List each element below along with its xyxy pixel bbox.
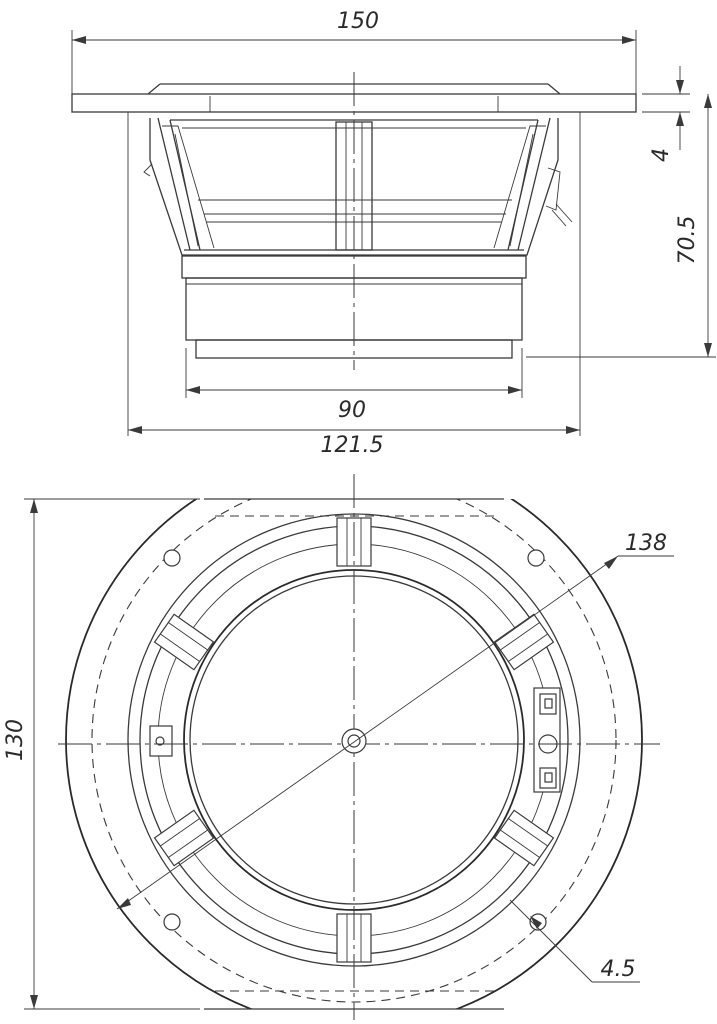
dim-4-5: 4.5 <box>601 957 636 982</box>
terminal-block <box>533 687 561 793</box>
dim-4: 4 <box>649 148 674 162</box>
dim-138: 138 <box>625 531 667 556</box>
side-view: 150 <box>71 9 716 458</box>
dim-90: 90 <box>338 398 366 423</box>
spoke-upper-left <box>153 613 215 671</box>
dim-150: 150 <box>337 9 379 34</box>
dim-70-5: 70.5 <box>675 216 700 265</box>
spoke-upper-right <box>493 613 555 671</box>
dim-130: 130 <box>3 719 28 761</box>
spoke-lower-right <box>493 809 555 867</box>
front-view: 138 130 4.5 <box>3 474 674 1020</box>
dim-121-5: 121.5 <box>321 433 384 458</box>
spoke-lower-left <box>153 809 215 867</box>
